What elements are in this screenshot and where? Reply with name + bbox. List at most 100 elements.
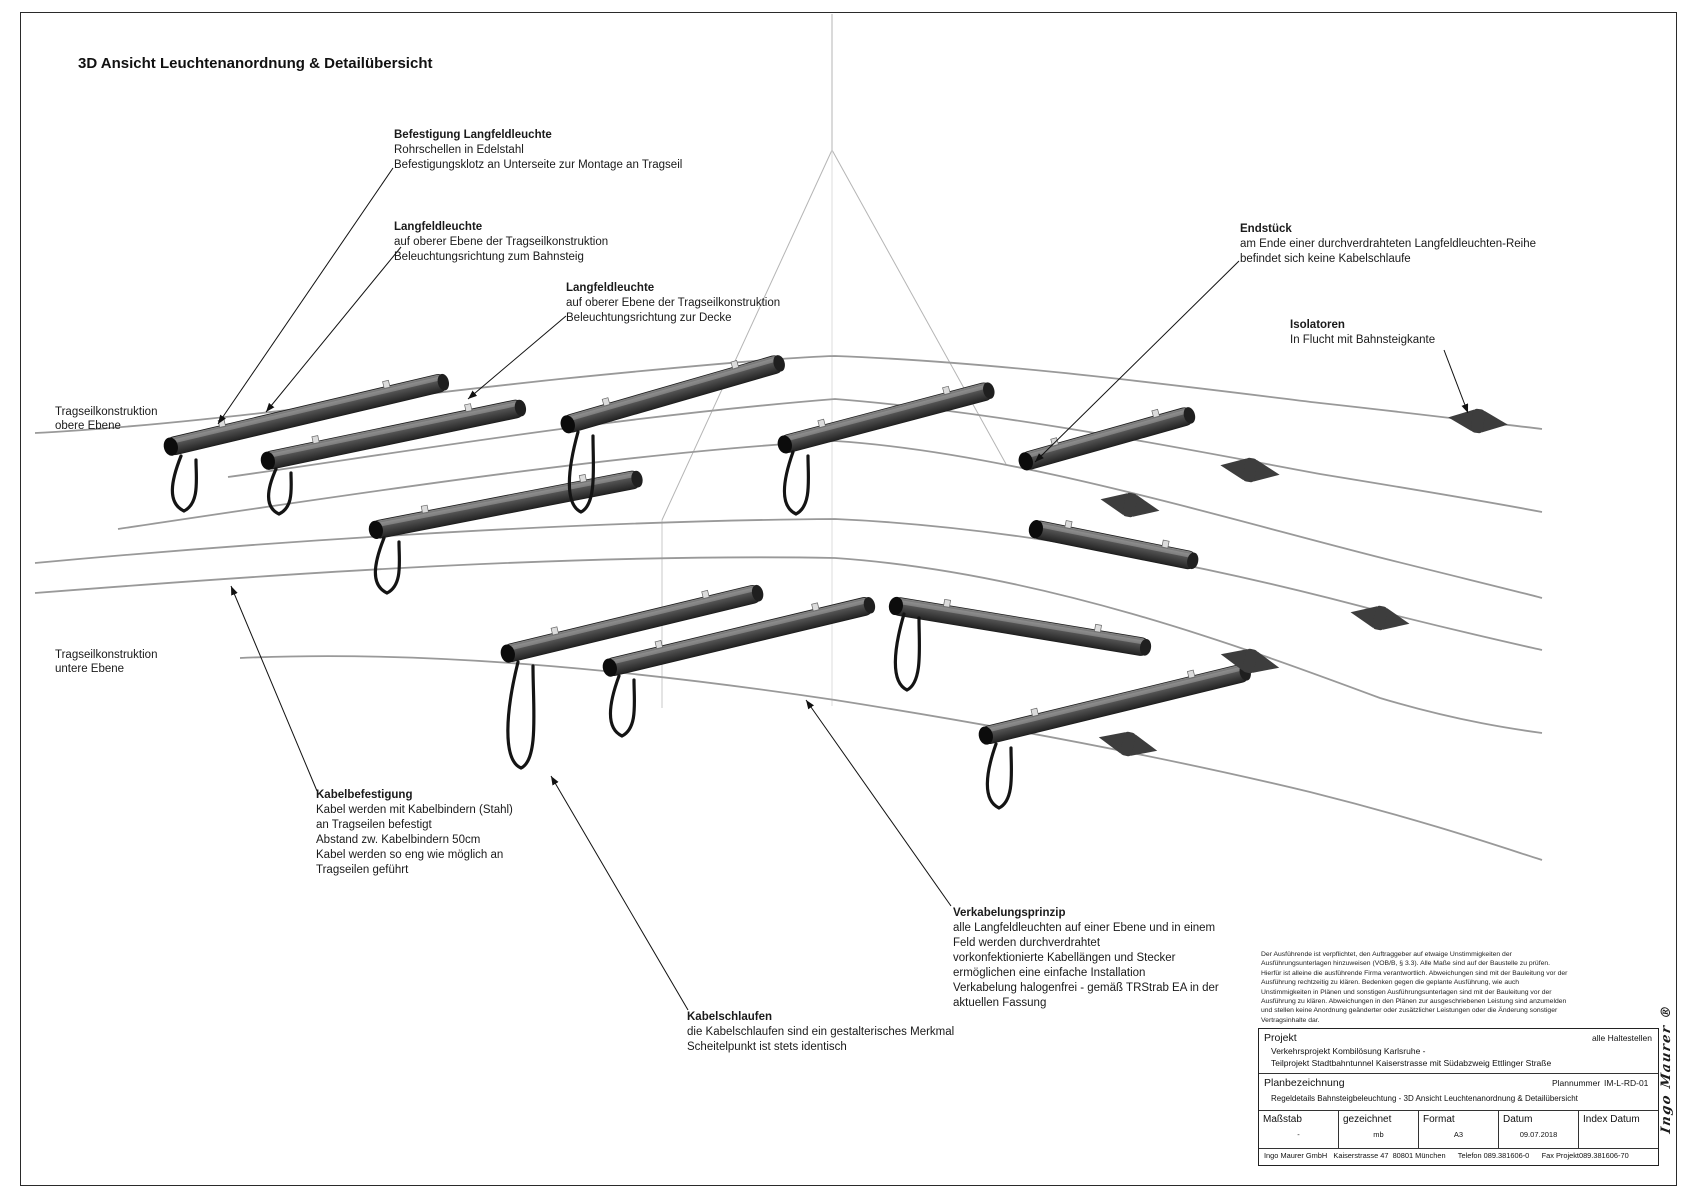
annotation-title: Isolatoren <box>1290 319 1345 331</box>
planbezeichnung-line: Regeldetails Bahnsteigbeleuchtung - 3D A… <box>1271 1094 1578 1103</box>
disclaimer-line: Hierfür ist alleine die ausführende Firm… <box>1261 969 1568 977</box>
signature: Ingo Maurer ® <box>1659 1002 1674 1135</box>
annotation-line: am Ende einer durchverdrahteten Langfeld… <box>1240 238 1537 250</box>
disclaimer-line: Ausführung rechtzeitig zu klären. Bedenk… <box>1261 979 1520 987</box>
annotation-line: auf oberer Ebene der Tragseilkonstruktio… <box>566 297 781 309</box>
luminaire-tube <box>163 373 450 456</box>
cell-index-datum: Index Datum <box>1579 1111 1658 1148</box>
annotation-line: Scheitelpunkt ist stets identisch <box>687 1041 847 1053</box>
isolator <box>1098 731 1158 757</box>
cable-loop <box>373 536 402 595</box>
isolator <box>1220 648 1280 674</box>
leader-line <box>805 699 952 907</box>
annotation-line: an Tragseilen befestigt <box>316 819 432 831</box>
annotation-line: auf oberer Ebene der Tragseilkonstruktio… <box>394 236 609 248</box>
titleblock-meta-row: Maßstab - gezeichnet mb Format A3 Datum … <box>1259 1111 1658 1149</box>
luminaire-tube <box>602 597 876 677</box>
cable-loops <box>170 430 1014 810</box>
isolator <box>1100 492 1160 518</box>
annotation-line: Rohrschellen in Edelstahl <box>394 144 524 156</box>
annotation-line: In Flucht mit Bahnsteigkante <box>1290 334 1436 346</box>
annotation-endstueck: Endstück am Ende einer durchverdrahteten… <box>1240 222 1536 267</box>
projekt-scope: alle Haltestellen <box>1591 1033 1652 1043</box>
cell-label: Datum <box>1503 1114 1533 1125</box>
leader-line <box>230 585 318 792</box>
cell-datum: Datum 09.07.2018 <box>1499 1111 1579 1148</box>
annotation-line: Beleuchtungsrichtung zum Bahnsteig <box>394 251 584 263</box>
cell-label: Format <box>1423 1114 1455 1125</box>
cell-format: Format A3 <box>1419 1111 1499 1148</box>
luminaire-tube <box>260 399 527 470</box>
disclaimer-line: und stellen keine Anordnung geänderter o… <box>1261 1007 1558 1015</box>
annotation-line: ermöglichen eine einfache Installation <box>953 967 1146 979</box>
annotation-kabelschlaufen: Kabelschlaufen die Kabelschlaufen sind e… <box>687 1010 954 1055</box>
cell-gezeichnet: gezeichnet mb <box>1339 1111 1419 1148</box>
annotation-line: Befestigungsklotz an Unterseite zur Mont… <box>394 159 683 171</box>
label-tragseil-obere: Tragseilkonstruktion obere Ebene <box>55 405 157 433</box>
cable-loop <box>266 467 293 516</box>
cable-loop <box>506 660 536 770</box>
annotation-title: Verkabelungsprinzip <box>953 907 1066 919</box>
annotation-kabelbefestigung: Kabelbefestigung Kabel werden mit Kabelb… <box>316 788 513 878</box>
luminaire-tube <box>500 584 764 663</box>
luminaire-tube <box>1028 520 1199 570</box>
titleblock-projekt-row: Projekt alle Haltestellen Verkehrsprojek… <box>1259 1029 1658 1074</box>
isolators <box>1098 408 1508 757</box>
annotation-line: alle Langfeldleuchten auf einer Ebene un… <box>953 922 1216 934</box>
titleblock-planbezeichnung-row: Planbezeichnung Plannummer IM-L-RD-01 Re… <box>1259 1074 1658 1111</box>
cable-loop <box>893 612 922 692</box>
label-line: untere Ebene <box>55 663 125 675</box>
disclaimer-text: Der Ausführende ist verpflichtet, den Au… <box>1261 950 1681 1025</box>
annotation-line: vorkonfektionierte Kabellängen und Steck… <box>953 952 1176 964</box>
annotation-langfeldleuchte-bahnsteig: Langfeldleuchte auf oberer Ebene der Tra… <box>394 220 608 265</box>
luminaire-tubes <box>163 355 1251 745</box>
disclaimer-line: Vertragsinhalte dar. <box>1261 1016 1320 1024</box>
leader-line <box>265 246 402 413</box>
disclaimer-line: Unstimmigkeiten in Plänen und sonstigen … <box>1261 988 1552 996</box>
annotation-befestigung: Befestigung Langfeldleuchte Rohrschellen… <box>394 128 682 173</box>
annotation-title: Kabelschlaufen <box>687 1011 772 1023</box>
cell-value: - <box>1297 1130 1300 1139</box>
disclaimer-line: Ausführung zu klären. Abweichungen in de… <box>1261 998 1567 1006</box>
isolator <box>1350 605 1410 631</box>
page-title: 3D Ansicht Leuchtenanordnung & Detailübe… <box>78 55 433 72</box>
plannummer-label: Plannummer <box>1552 1078 1601 1088</box>
cable-loop <box>782 450 811 516</box>
leader-line <box>550 775 689 1011</box>
annotation-line: Abstand zw. Kabelbindern 50cm <box>316 834 481 846</box>
sheet-border <box>20 12 1677 1186</box>
annotation-line: Kabel werden so eng wie möglich an <box>316 849 504 861</box>
disclaimer-line: Der Ausführende ist verpflichtet, den Au… <box>1261 951 1512 958</box>
luminaire-tube <box>560 355 785 434</box>
label-line: Tragseilkonstruktion <box>55 649 158 661</box>
annotation-title: Langfeldleuchte <box>394 221 483 233</box>
cell-value: mb <box>1373 1130 1384 1139</box>
cable-loop <box>567 430 596 514</box>
label-line: obere Ebene <box>55 420 121 432</box>
annotation-title: Langfeldleuchte <box>566 282 655 294</box>
isolator <box>1220 457 1280 483</box>
annotation-title: Befestigung Langfeldleuchte <box>394 129 552 141</box>
leader-line <box>217 167 394 425</box>
annotation-title: Kabelbefestigung <box>316 789 413 801</box>
luminaire-tube <box>777 382 995 454</box>
projekt-line: Verkehrsprojekt Kombilösung Karlsruhe - <box>1271 1046 1426 1056</box>
annotation-isolatoren: Isolatoren In Flucht mit Bahnsteigkante <box>1290 318 1435 348</box>
luminaire-tube <box>888 596 1152 656</box>
projekt-line: Teilprojekt Stadtbahntunnel Kaiserstrass… <box>1271 1058 1552 1068</box>
annotation-line: Tragseilen geführt <box>316 864 409 876</box>
leader-line <box>467 315 567 400</box>
leader-line <box>1034 260 1240 463</box>
cell-value: 09.07.2018 <box>1519 1130 1558 1139</box>
cable-loop <box>985 742 1014 810</box>
annotation-line: Verkabelung halogenfrei - gemäß TRStrab … <box>953 982 1219 994</box>
annotation-line: Feld werden durchverdrahtet <box>953 937 1101 949</box>
annotation-langfeldleuchte-decke: Langfeldleuchte auf oberer Ebene der Tra… <box>566 281 780 326</box>
disclaimer-line: Ausführungsunterlagen hinzuweisen (VOB/B… <box>1261 960 1551 968</box>
company-footer: Ingo Maurer GmbH Kaiserstrasse 47 80801 … <box>1264 1151 1629 1160</box>
planbezeichnung-label: Planbezeichnung <box>1264 1077 1345 1089</box>
annotation-line: befindet sich keine Kabelschlaufe <box>1240 253 1411 265</box>
leader-lines <box>217 167 1469 1011</box>
isolator <box>1448 408 1508 434</box>
